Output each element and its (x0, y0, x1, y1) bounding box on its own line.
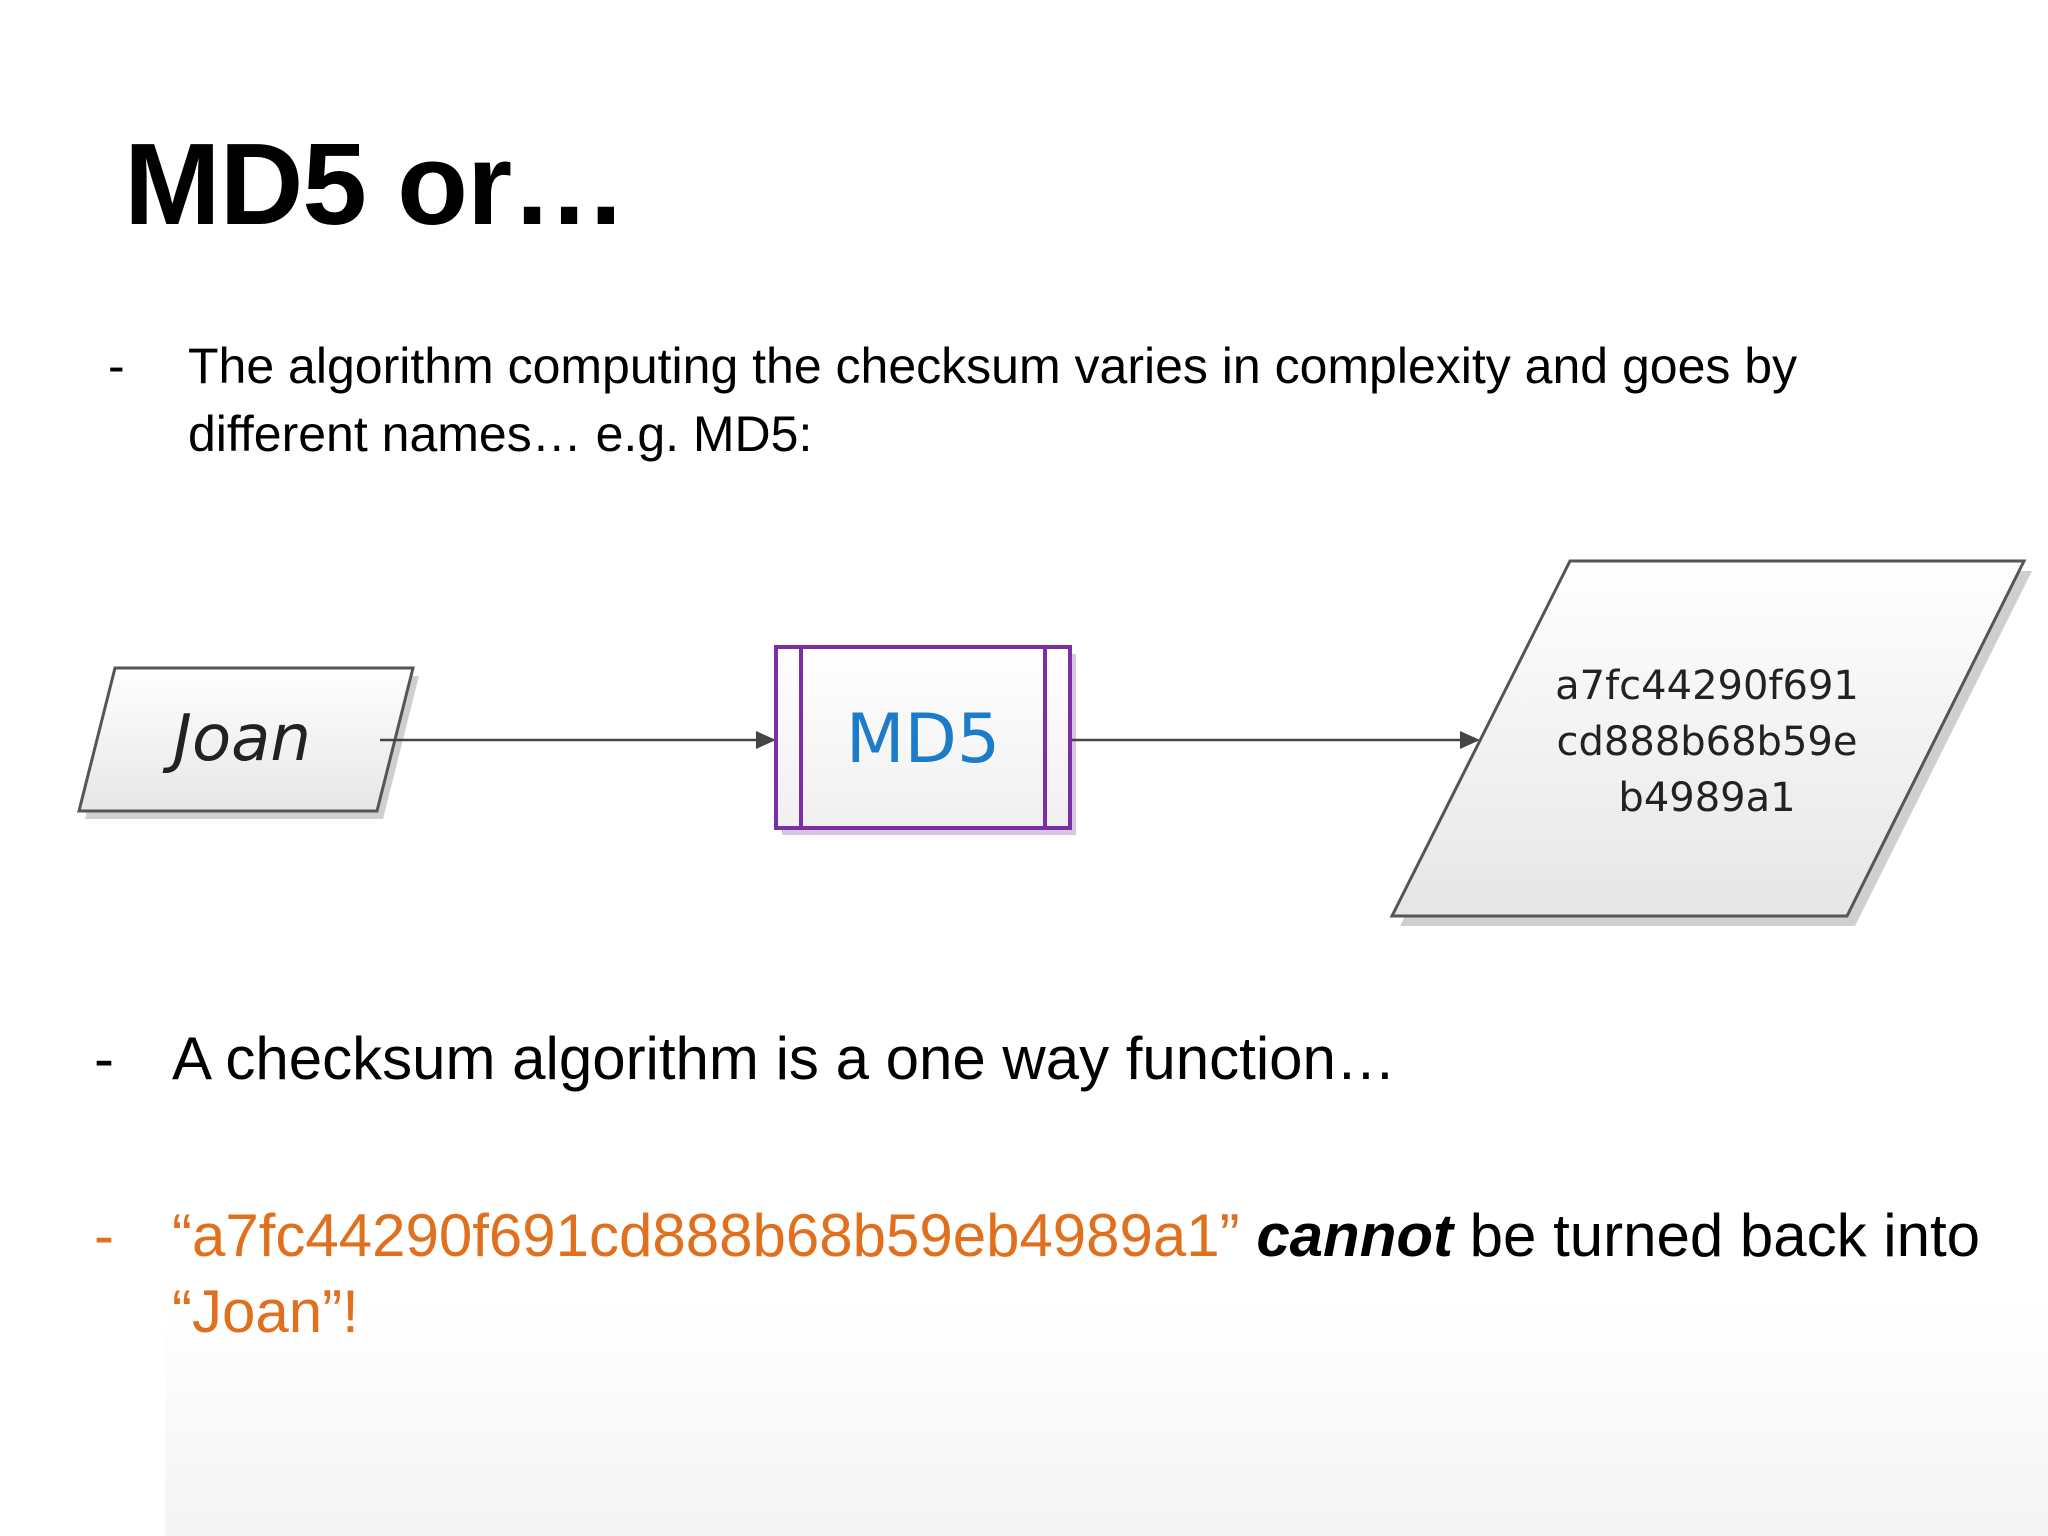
md5-process-box: MD5 (774, 645, 1076, 835)
slide-title: MD5 or… (124, 119, 627, 249)
bullet-dash: - (94, 1025, 114, 1092)
bullet-dash: - (94, 1202, 114, 1269)
output-hash-line-1: a7fc44290f691 (1555, 663, 1859, 709)
bullet-text: The algorithm computing the checksum var… (188, 338, 1798, 462)
bullet-algorithm: - The algorithm computing the checksum v… (108, 332, 1978, 468)
name-string: “Joan” (172, 1278, 343, 1345)
output-parallelogram (1389, 559, 2027, 918)
process-label: MD5 (846, 700, 1000, 779)
bullet-one-way: - A checksum algorithm is a one way func… (94, 1020, 1396, 1098)
emphasis-word: cannot (1256, 1202, 1453, 1269)
input-shape: Joan (77, 666, 419, 819)
bullet-dash: - (108, 338, 125, 394)
middle-text: be turned back into (1452, 1202, 1981, 1269)
bullet-text: A checksum algorithm is a one way functi… (172, 1025, 1396, 1092)
md5-flow-diagram: Joan MD5 a7fc44290f691 cd888b68b59e b498… (77, 559, 2032, 926)
output-hash-line-3: b4989a1 (1618, 775, 1795, 821)
exclamation: ! (342, 1278, 359, 1345)
bullet-cannot-reverse: - “a7fc44290f691cd888b68b59eb4989a1” can… (94, 1198, 2042, 1350)
arrow-input-to-md5 (380, 731, 776, 749)
input-label: Joan (162, 702, 311, 776)
hash-string: “a7fc44290f691cd888b68b59eb4989a1” (172, 1202, 1240, 1269)
arrow-md5-to-output (1072, 731, 1480, 749)
input-parallelogram (77, 666, 415, 813)
bullet-text: “a7fc44290f691cd888b68b59eb4989a1” canno… (172, 1198, 2042, 1350)
output-hash-line-2: cd888b68b59e (1557, 719, 1858, 765)
output-shape: a7fc44290f691 cd888b68b59e b4989a1 (1389, 559, 2032, 926)
bottom-shade (165, 1300, 2048, 1536)
